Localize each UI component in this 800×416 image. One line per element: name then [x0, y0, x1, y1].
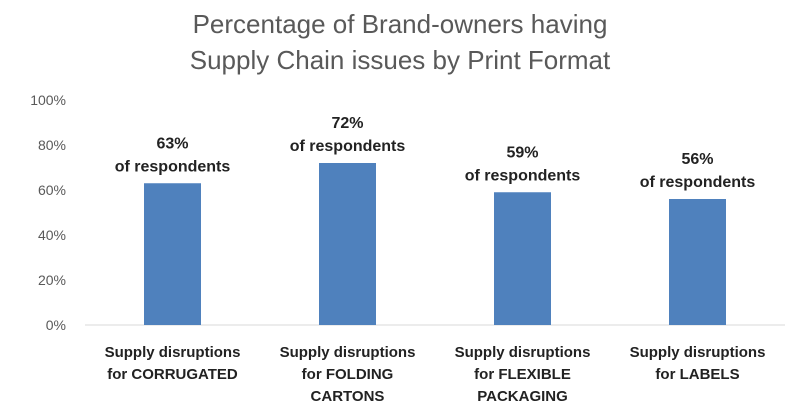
data-label: of respondents — [290, 138, 406, 155]
category-label: Supply disruptions — [630, 344, 766, 361]
y-tick-label: 0% — [46, 317, 66, 333]
bar — [494, 192, 551, 325]
category-label: CARTONS — [311, 388, 385, 405]
bar — [144, 183, 201, 325]
data-label: of respondents — [115, 158, 231, 175]
data-label: of respondents — [465, 167, 581, 184]
category-label: for CORRUGATED — [107, 366, 238, 383]
data-label: 63% — [156, 135, 188, 152]
y-tick-label: 40% — [38, 227, 66, 243]
bar — [669, 199, 726, 325]
chart-title-line-2: Supply Chain issues by Print Format — [189, 45, 611, 75]
category-label: for FLEXIBLE — [474, 366, 571, 383]
category-label: for FOLDING — [302, 366, 394, 383]
y-tick-label: 100% — [30, 92, 66, 108]
y-tick-label: 60% — [38, 182, 66, 198]
y-tick-label: 20% — [38, 272, 66, 288]
data-label: 59% — [506, 144, 538, 161]
data-label: of respondents — [640, 174, 756, 191]
category-label: Supply disruptions — [280, 344, 416, 361]
data-label: 56% — [681, 151, 713, 168]
category-label: for LABELS — [655, 366, 739, 383]
chart-title: Percentage of Brand-owners having Supply… — [0, 6, 800, 78]
y-tick-label: 80% — [38, 137, 66, 153]
category-label: Supply disruptions — [105, 344, 241, 361]
bar — [319, 163, 376, 325]
category-label: PACKAGING — [477, 388, 568, 405]
category-label: Supply disruptions — [455, 344, 591, 361]
data-label: 72% — [331, 115, 363, 132]
chart-title-line-1: Percentage of Brand-owners having — [192, 9, 608, 39]
